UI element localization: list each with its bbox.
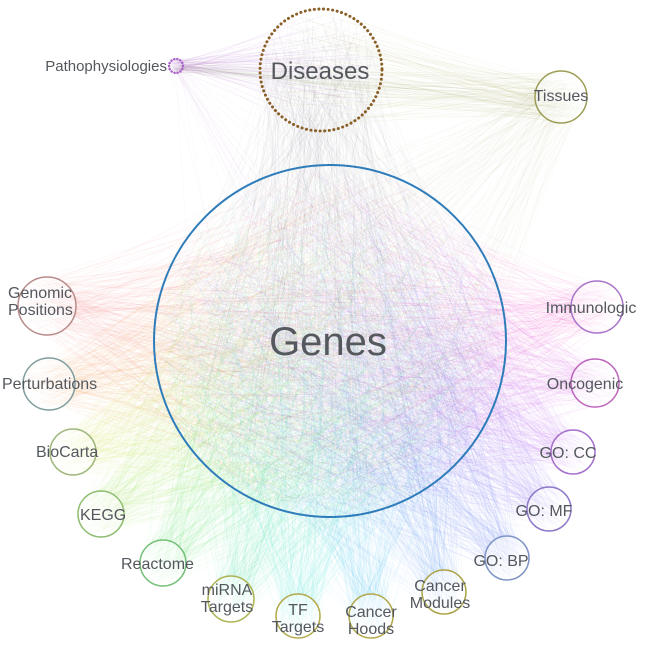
edge-bundle-diseases--genes [166, 10, 503, 514]
node-label-kegg: KEGG [80, 507, 126, 524]
edge-bundle-immunologic--genes [160, 169, 624, 511]
node-circle-diseases[interactable] [258, 7, 384, 133]
edge-bundle-pathophysiologies--diseases [169, 15, 381, 129]
edge-bundle-pathophysiologies--tissues [169, 58, 585, 124]
node-circles [17, 7, 624, 639]
node-circle-oncogenic[interactable] [570, 358, 620, 408]
node-circle-mirna-targets[interactable] [207, 575, 255, 623]
node-circle-go-bp[interactable] [484, 535, 530, 581]
node-label-tissues: Tissues [534, 88, 589, 105]
node-circle-tissues[interactable] [534, 70, 588, 124]
node-label-go-mf: GO: MF [516, 503, 573, 520]
edge-bundle-go-bp--genes [157, 167, 529, 581]
node-circle-kegg[interactable] [77, 490, 125, 538]
edge-bundle-genomic-positions--genes [18, 166, 504, 514]
node-label-go-bp: GO: BP [473, 553, 528, 570]
edge-bundle-kegg--genes [77, 172, 501, 538]
edge-bundles [18, 10, 624, 637]
node-circle-pathophysiologies[interactable] [167, 57, 185, 75]
edge-bundle-reactome--genes [141, 177, 500, 586]
edge-bundle-mirna-targets--genes [168, 177, 500, 621]
node-label-go-cc: GO: CC [540, 445, 597, 462]
edge-bundle-go-cc--genes [156, 182, 595, 513]
edge-bundle-cancer-modules--genes [163, 170, 493, 614]
node-label-genes: Genes [269, 320, 387, 364]
edge-bundle-go-mf--genes [163, 171, 570, 531]
node-label-perturbations: Perturbations [2, 376, 97, 393]
edge-bundle-cancer-hoods--genes [166, 167, 501, 636]
edge-bundle-perturbations--genes [23, 171, 501, 504]
node-circle-cancer-hoods[interactable] [348, 593, 394, 639]
edge-bundle-tf-targets--genes [154, 170, 502, 637]
node-circle-genomic-positions[interactable] [17, 276, 77, 336]
node-label-biocarta: BioCarta [36, 444, 98, 461]
node-circle-perturbations[interactable] [22, 357, 76, 411]
node-circle-genes[interactable] [153, 164, 507, 518]
edge-bundle-biocarta--genes [52, 169, 489, 510]
node-circle-reactome[interactable] [139, 539, 187, 587]
node-circle-immunologic[interactable] [570, 280, 624, 334]
node-label-immunologic: Immunologic [546, 300, 637, 317]
node-circle-go-cc[interactable] [550, 429, 596, 475]
node-label-diseases: Diseases [271, 58, 370, 85]
node-circle-biocarta[interactable] [49, 428, 97, 476]
node-label-reactome: Reactome [121, 556, 194, 573]
node-circle-cancer-modules[interactable] [421, 569, 467, 615]
node-circle-go-mf[interactable] [526, 486, 572, 532]
edge-bundle-oncogenic--genes [154, 164, 619, 511]
node-circle-tf-targets[interactable] [275, 593, 321, 639]
node-label-pathophysiologies: Pathophysiologies [45, 58, 167, 75]
node-label-oncogenic: Oncogenic [547, 376, 624, 393]
edge-bundle-diseases--tissues [263, 11, 587, 128]
